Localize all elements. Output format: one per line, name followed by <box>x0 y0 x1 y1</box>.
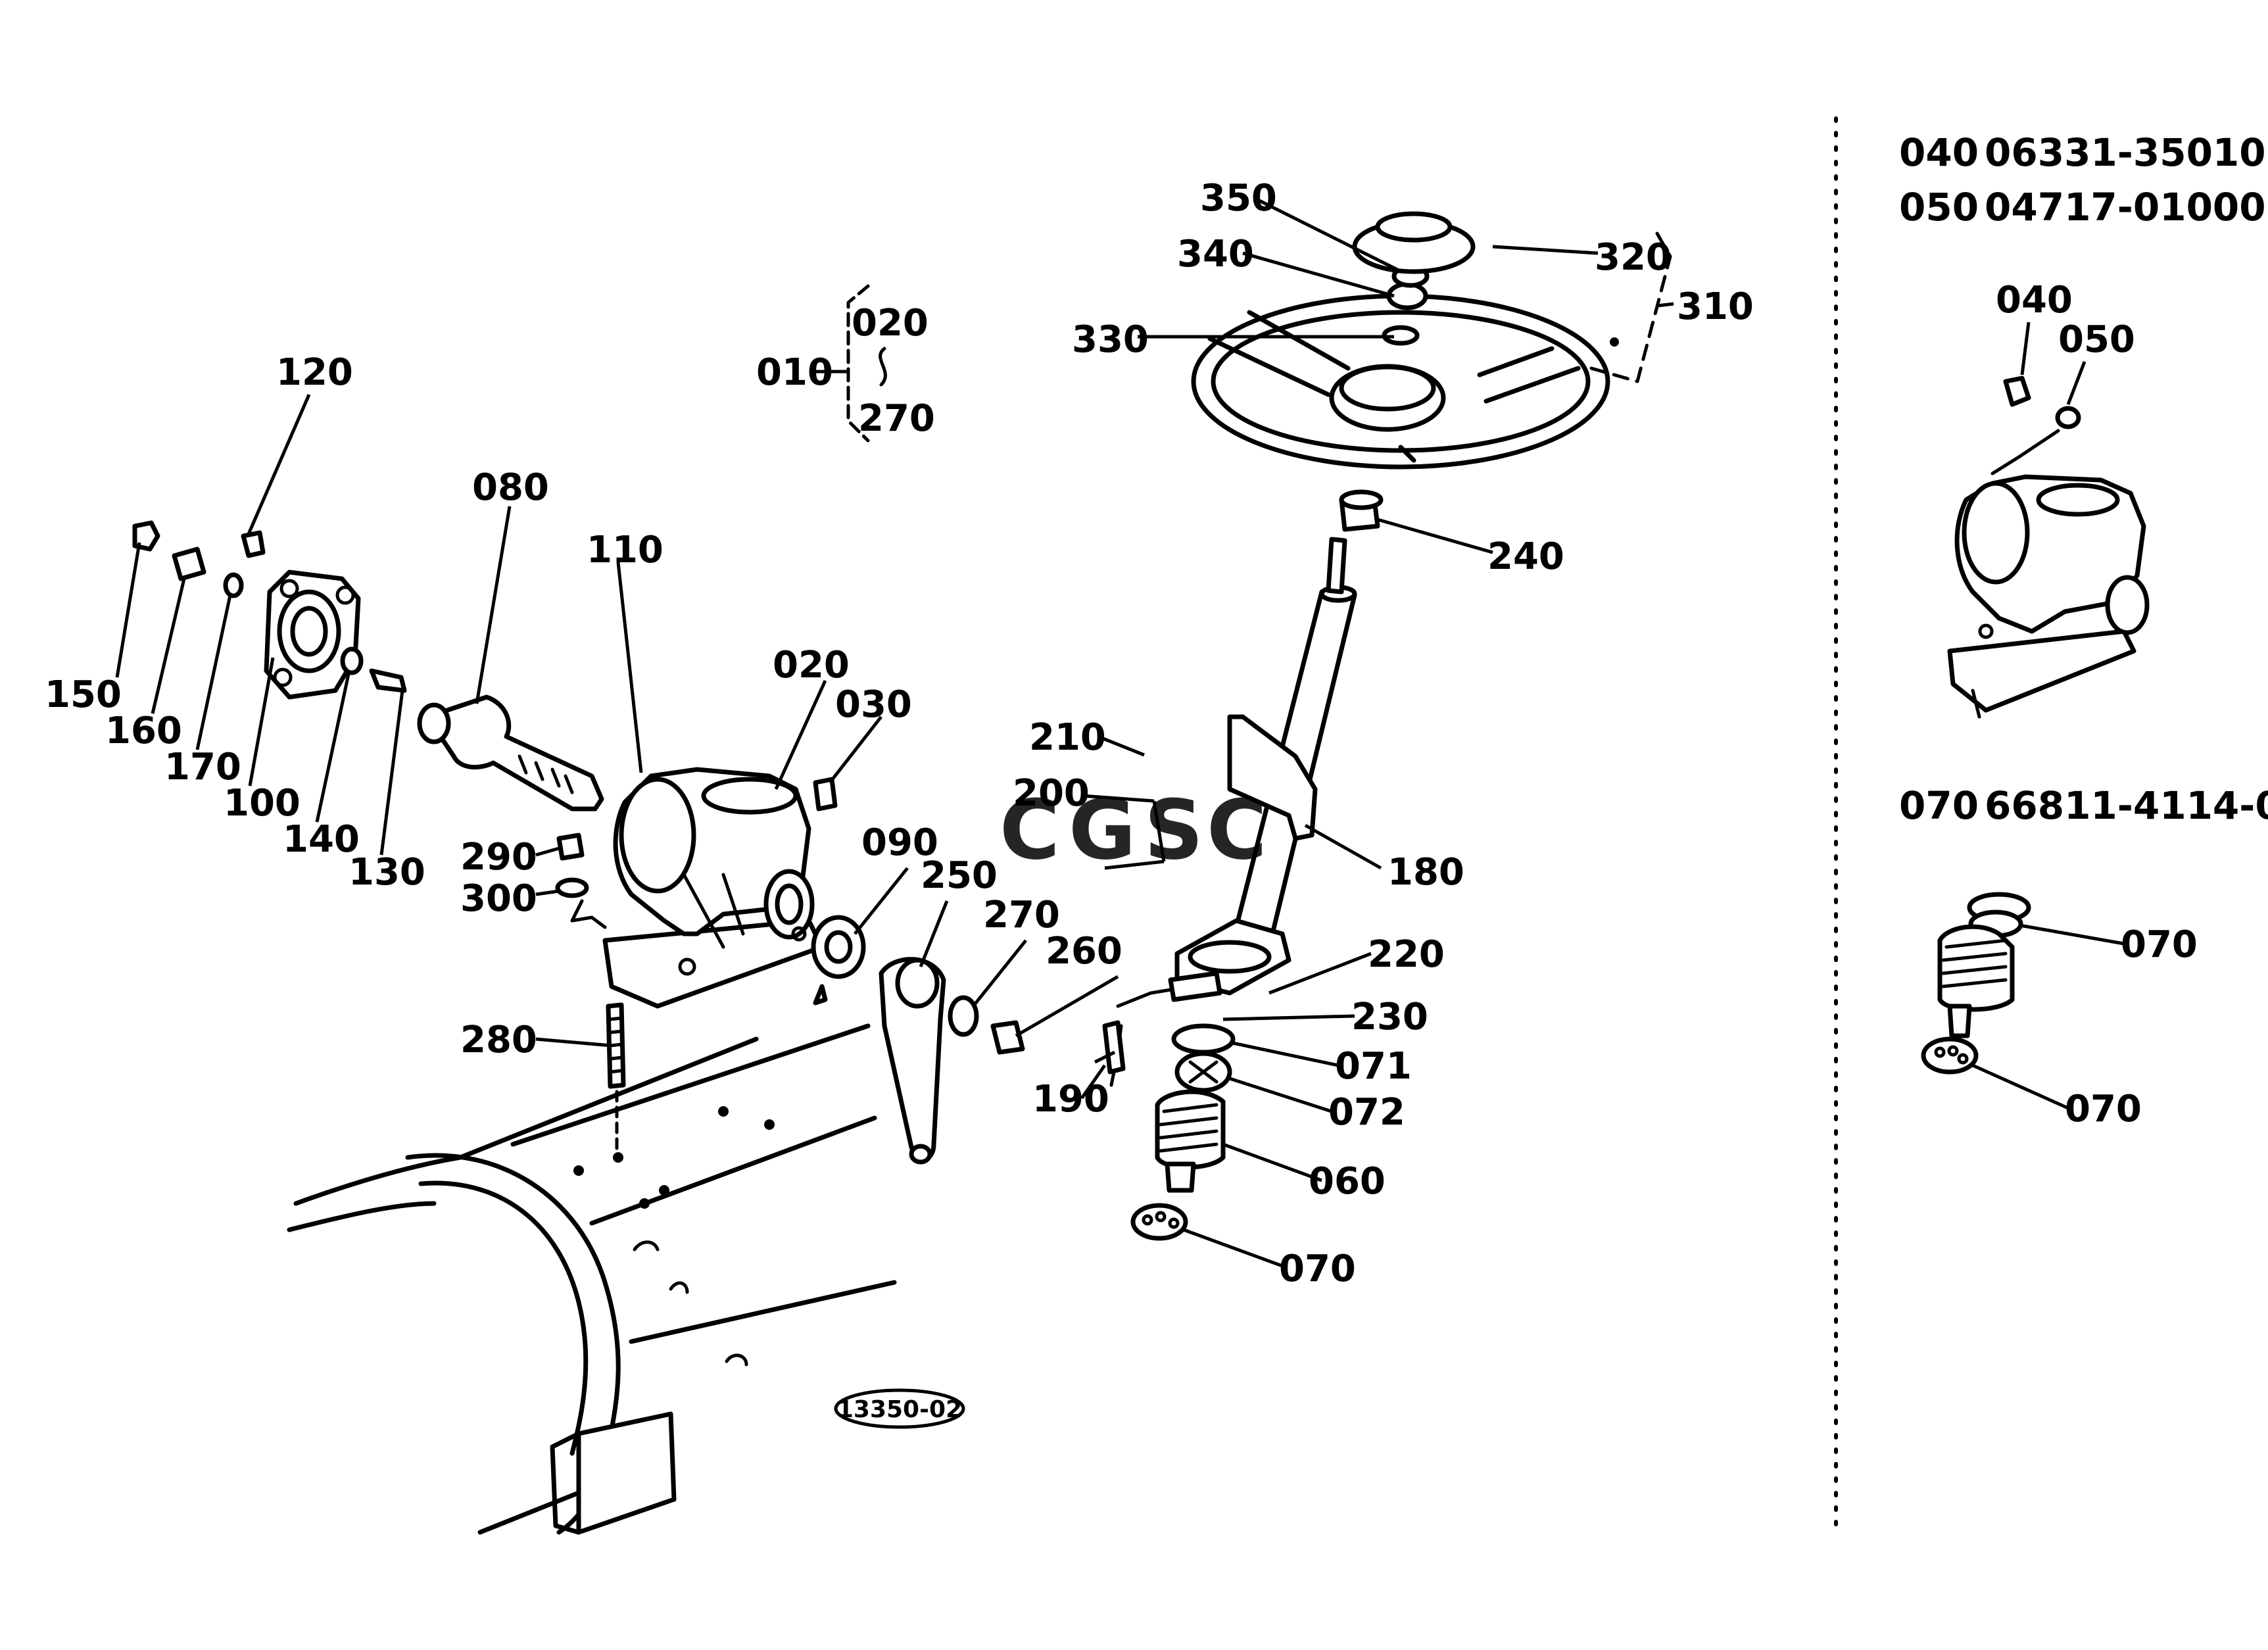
callout-330: 330 <box>1072 318 1149 361</box>
callout-290: 290 <box>460 836 537 879</box>
callout-230: 230 <box>1351 996 1428 1038</box>
watermark-letter-2: G <box>1069 783 1136 878</box>
callout-200: 200 <box>1013 772 1090 815</box>
pitman-arm-group <box>555 777 1025 1165</box>
callout-010: 010 <box>756 351 833 394</box>
inset-worm-bearing: 070 070 <box>1921 892 2198 1130</box>
callout-120: 120 <box>276 351 353 394</box>
inset-housing: 040 050 <box>1947 279 2150 719</box>
callout-250: 250 <box>921 854 998 897</box>
inset-callout-070-bottom: 070 <box>2065 1088 2142 1130</box>
cover-plate <box>264 570 361 700</box>
callout-270-group: 270 <box>858 397 935 440</box>
callout-130: 130 <box>349 851 425 894</box>
watermark-letter-1: C <box>1000 783 1060 878</box>
ref-050-number: 050 <box>1899 185 1979 230</box>
callout-300: 300 <box>460 877 537 920</box>
callout-100: 100 <box>224 782 301 825</box>
callout-260: 260 <box>1046 930 1122 973</box>
callout-140: 140 <box>283 818 360 861</box>
side-panel: 040 06331-35010 050 04717-01000 070 6681… <box>1899 130 2268 1130</box>
callout-020-group: 020 <box>852 302 929 345</box>
ref-070-partno: 66811-4114-0 <box>1985 783 2268 828</box>
callout-180: 180 <box>1387 851 1464 894</box>
ref-050-partno: 04717-01000 <box>1985 185 2266 230</box>
inset-callout-040: 040 <box>1996 279 2073 322</box>
ref-040-partno: 06331-35010 <box>1985 130 2266 175</box>
drawing-code: 13350-02 <box>837 1396 962 1423</box>
callout-020: 020 <box>773 644 850 687</box>
callout-071: 071 <box>1335 1045 1412 1088</box>
front-axle-frame <box>287 1023 897 1535</box>
inset-callout-050: 050 <box>2058 318 2135 361</box>
callout-310: 310 <box>1677 285 1754 328</box>
ref-070-number: 070 <box>1899 783 1979 828</box>
callout-072: 072 <box>1328 1091 1405 1134</box>
callout-240: 240 <box>1487 535 1564 578</box>
callout-060: 060 <box>1309 1160 1386 1203</box>
callout-090: 090 <box>861 821 938 864</box>
group-bracket-010 <box>846 284 887 443</box>
callout-labels: 010 020 270 120 080 110 020 030 090 250 … <box>45 177 1754 1290</box>
callout-320: 320 <box>1595 236 1672 279</box>
callout-270: 270 <box>983 894 1060 936</box>
callout-070: 070 <box>1279 1248 1356 1290</box>
callout-190: 190 <box>1032 1078 1109 1121</box>
steering-wheel <box>1191 211 1672 532</box>
callout-220: 220 <box>1368 933 1445 976</box>
callout-170: 170 <box>164 746 241 789</box>
callout-350: 350 <box>1200 177 1277 220</box>
callout-110: 110 <box>587 529 664 571</box>
callout-210: 210 <box>1029 716 1106 759</box>
callout-340: 340 <box>1177 233 1254 276</box>
watermark: C G S C <box>1000 783 1267 878</box>
steering-gear-housing <box>602 767 825 1009</box>
callout-160: 160 <box>105 710 182 752</box>
left-fasteners <box>132 520 407 693</box>
leader-lines <box>115 199 1674 1268</box>
callout-280: 280 <box>460 1019 537 1061</box>
watermark-letter-3: S <box>1144 783 1203 878</box>
callout-030: 030 <box>835 683 912 726</box>
watermark-letter-4: C <box>1207 783 1267 878</box>
drawing-code-badge: 13350-02 <box>834 1388 965 1429</box>
inset-callout-070-top: 070 <box>2121 923 2198 966</box>
ref-040-number: 040 <box>1899 130 1979 175</box>
steering-column <box>1102 537 1357 1241</box>
worm-shaft <box>417 694 604 812</box>
callout-080: 080 <box>472 466 549 509</box>
callout-150: 150 <box>45 673 122 716</box>
